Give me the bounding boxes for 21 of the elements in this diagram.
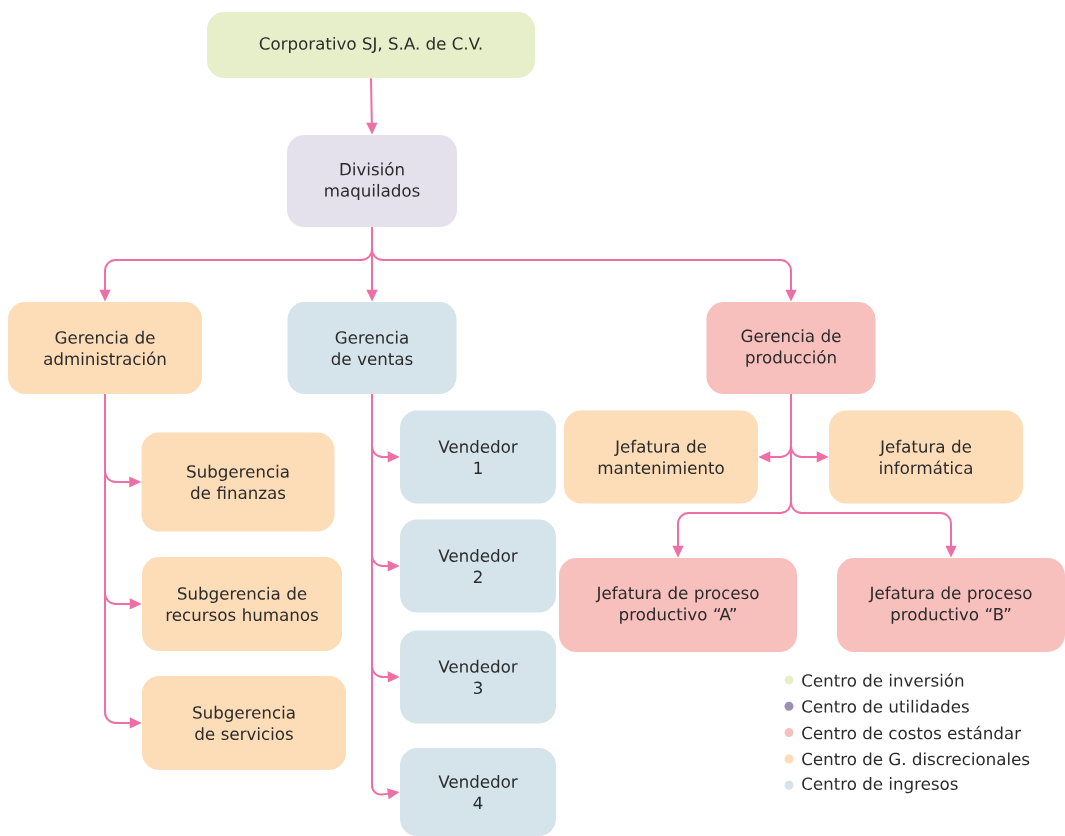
org-box: Vendedor 1 xyxy=(400,410,556,504)
org-box: Jefatura de informática xyxy=(829,410,1023,504)
legend-text: Centro de inversión xyxy=(802,673,964,687)
org-box: Gerencia de administración xyxy=(8,302,202,394)
legend-text: Centro de ingresos xyxy=(802,777,958,794)
org-box: División maquilados xyxy=(287,135,457,227)
org-box: Subgerencia de finanzas xyxy=(141,432,335,532)
legend-text: Centro de costos estándar xyxy=(802,725,1021,740)
org-box: Subgerencia de servicios xyxy=(142,676,346,770)
legend-text: Centro de G. discrecionales xyxy=(802,752,1030,766)
org-box: Gerencia de producción xyxy=(706,302,876,394)
org-box: Jefatura de proceso productivo “B” xyxy=(837,558,1065,652)
org-box: Jefatura de proceso productivo “A” xyxy=(559,558,797,652)
org-box: Jefatura de mantenimiento xyxy=(564,410,758,504)
org-box: Vendedor 2 xyxy=(400,519,556,613)
org-box: Subgerencia de recursos humanos xyxy=(142,557,342,651)
org-box: Vendedor 3 xyxy=(400,630,556,724)
org-box: Vendedor 4 xyxy=(400,748,556,836)
org-box: Gerencia de ventas xyxy=(287,302,457,394)
org-box: Corporativo SJ, S.A. de C.V. xyxy=(207,12,535,78)
legend-text: Centro de utilidades xyxy=(802,699,969,713)
